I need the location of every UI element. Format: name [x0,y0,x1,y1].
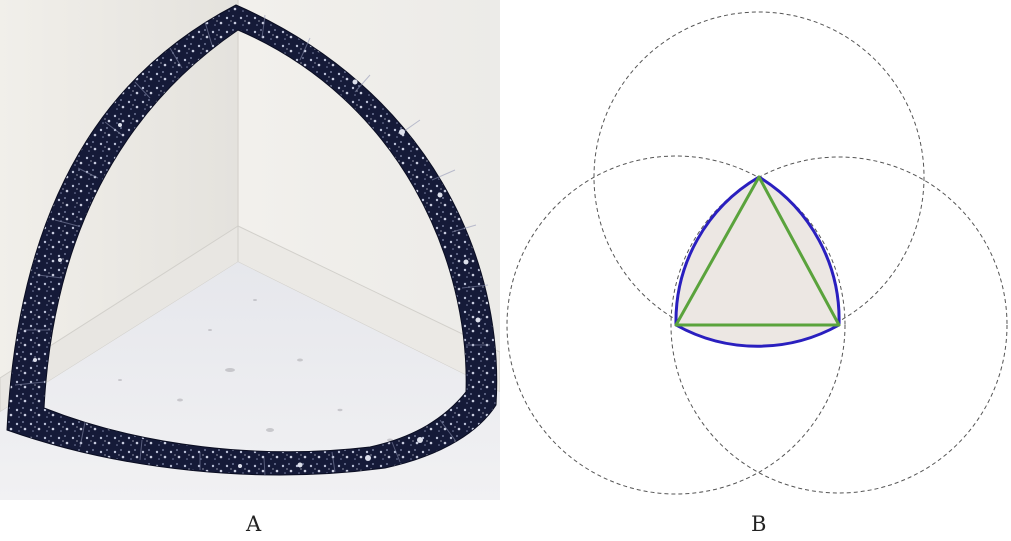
construction-circle-left [506,155,846,495]
film-frame-dividers [14,14,490,477]
construction-circle-right [670,156,1008,494]
equilateral-triangle [674,175,841,327]
left-wall [0,0,238,400]
reuleaux-construction-diagram [506,11,1008,495]
caption-panel-a: A [246,512,262,536]
reuleaux-triangle [674,175,841,348]
film-frame-figures [33,79,481,468]
right-skirting-board [237,225,500,393]
caption-panel-b: B [751,512,767,536]
photo-reuleaux-installation [0,0,500,500]
film-strip-ring [6,4,498,476]
